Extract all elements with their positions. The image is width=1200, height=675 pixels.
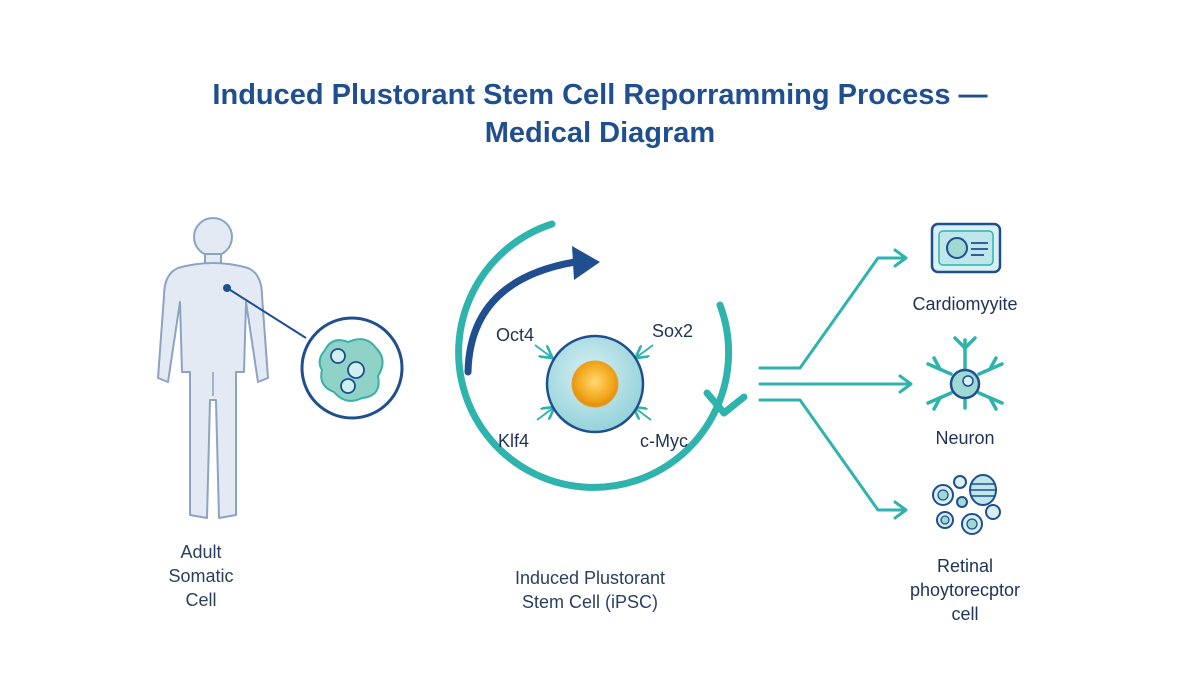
differentiation-arrows: [758, 248, 913, 520]
factor-label-sox2: Sox2: [652, 321, 694, 341]
adult-somatic-cell-label-line-3: Cell: [185, 590, 217, 610]
factor-label-klf4: Klf4: [498, 431, 530, 451]
branch-arrow-head-retinal-icon: [893, 500, 908, 520]
cardiomyocyte-icon: [930, 222, 1002, 274]
neuron-icon: [926, 336, 1004, 411]
retinal-label-line-3: cell: [951, 604, 979, 624]
neuron-label: Neuron: [935, 428, 995, 448]
ipsc-label-line-1: Induced Plustorant: [514, 568, 666, 588]
branch-arrow-head-neuron-icon: [898, 374, 913, 394]
ipsc-label: Induced Plustorant Stem Cell (iPSC): [470, 566, 710, 614]
adult-somatic-cell-label: Adult Somatic Cell: [140, 540, 262, 612]
factor-arrow-sox2: [637, 344, 654, 357]
cardiomyocyte-label: Cardiomyyite: [912, 294, 1018, 314]
factor-arrow-klf4: [536, 408, 553, 421]
factor-label-oct4: Oct4: [496, 325, 535, 345]
factor-label-cmyc: c-Myc: [640, 431, 688, 451]
factor-arrow-cmyc: [635, 408, 652, 421]
adult-somatic-cell-label-line-1: Adult: [180, 542, 222, 562]
retinal-label-line-2: phoytorecptor: [909, 580, 1021, 600]
ipsc-cell-icon: [545, 334, 645, 434]
branch-arrow-head-cardiomyocyte-icon: [893, 248, 908, 268]
pointer-line: [226, 287, 307, 339]
reprogramming-arrowhead-icon: [572, 246, 600, 280]
reprogramming-arrow: [464, 258, 579, 376]
page-title: Induced Plustorant Stem Cell Reporrammin…: [0, 76, 1200, 152]
retinal-label-line-1: Retinal: [936, 556, 994, 576]
retinal-cells-icon: [932, 474, 1001, 535]
somatic-cell-icon: [300, 316, 404, 420]
branch-arrow-cardiomyocyte: [758, 256, 907, 370]
branch-arrow-retinal: [758, 398, 907, 512]
cycle-arrowhead-icon: [703, 389, 748, 417]
adult-somatic-cell-label-line-2: Somatic: [168, 566, 234, 586]
ipsc-label-line-2: Stem Cell (iPSC): [521, 592, 659, 612]
factor-arrow-oct4: [534, 344, 551, 357]
title-line-1: Induced Plustorant Stem Cell Reporrammin…: [212, 79, 988, 111]
human-body-icon: [157, 217, 269, 519]
retinal-photoreceptor-label: Retinal phoytorecptor cell: [890, 554, 1040, 626]
pointer-dot: [223, 284, 231, 292]
title-line-2: Medical Diagram: [484, 117, 716, 149]
